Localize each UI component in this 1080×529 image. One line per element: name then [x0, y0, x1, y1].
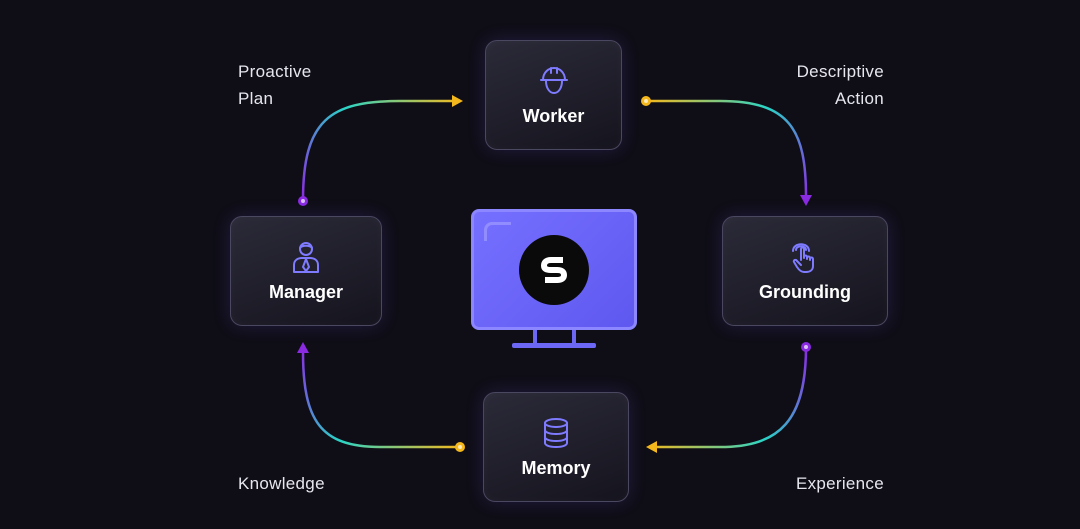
- pointer-hand-icon: [788, 240, 822, 274]
- caption-line: Plan: [238, 89, 274, 108]
- worker-helmet-icon: [537, 64, 571, 98]
- caption-experience: Experience: [795, 474, 884, 493]
- arrow-grounding-to-memory: [655, 346, 808, 449]
- arrow-manager-to-worker: [301, 99, 455, 201]
- arrowhead-icon: [297, 342, 309, 353]
- caption-line: Proactive: [238, 62, 312, 81]
- grounding-label: Grounding: [759, 281, 851, 302]
- arrowhead-icon: [800, 195, 812, 206]
- grounding-node: Grounding: [722, 216, 888, 326]
- monitor-icon: [471, 209, 637, 330]
- monitor-base: [512, 343, 596, 348]
- manager-person-icon: [289, 240, 323, 274]
- worker-node: Worker: [485, 40, 622, 150]
- monitor-stand: [572, 330, 576, 344]
- caption-line: Descriptive: [796, 62, 884, 81]
- caption-knowledge: Knowledge: [238, 474, 325, 493]
- screen-glare: [484, 222, 511, 241]
- arrow-worker-to-grounding: [646, 99, 808, 198]
- manager-label: Manager: [268, 281, 344, 302]
- memory-label: Memory: [521, 457, 591, 478]
- caption-proactive-plan: Proactive Plan: [238, 58, 312, 112]
- arrow-memory-to-manager: [301, 351, 460, 449]
- arrowhead-icon: [646, 441, 657, 453]
- database-icon: [539, 416, 573, 450]
- arrowhead-icon: [452, 95, 463, 107]
- worker-label: Worker: [522, 105, 585, 126]
- s-logo-icon: [519, 235, 589, 305]
- caption-line: Action: [834, 89, 884, 108]
- caption-descriptive-action: Descriptive Action: [744, 58, 884, 112]
- monitor-stand: [533, 330, 537, 344]
- memory-node: Memory: [483, 392, 629, 502]
- manager-node: Manager: [230, 216, 382, 326]
